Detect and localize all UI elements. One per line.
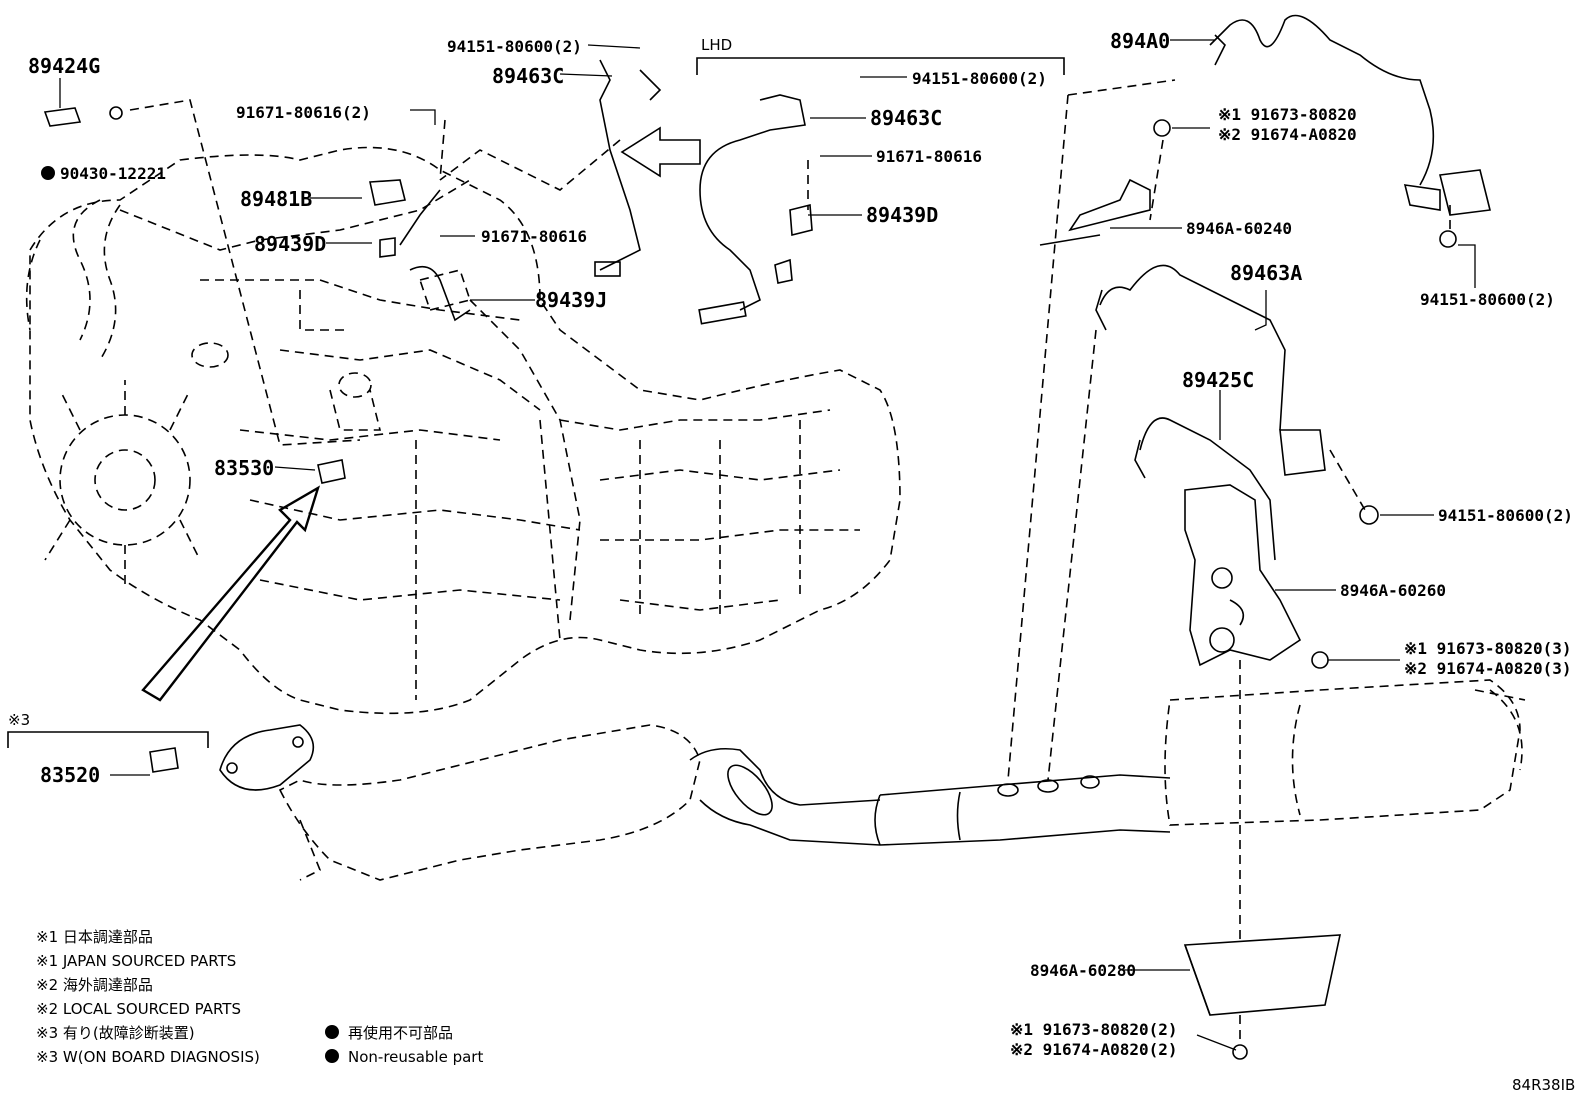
diagram-reference-code: 84R38IB: [1512, 1076, 1575, 1094]
projection-lines: [129, 79, 1451, 1045]
label-8946A-60280: 8946A-60280: [1030, 961, 1136, 980]
label-91674-A0820-a: ※2 91674-A0820: [1218, 125, 1357, 144]
label-8946A-60260: 8946A-60260: [1340, 581, 1446, 600]
part-labels: 89424G 90430-12221 91671-80616(2) 94151-…: [8, 29, 1575, 1094]
label-91674-A0820-2: ※2 91674-A0820(2): [1010, 1040, 1178, 1059]
label-89481B: 89481B: [240, 187, 312, 211]
view-arrow-top: [620, 126, 701, 178]
legend-line-1: ※1 日本調達部品: [36, 928, 153, 946]
nonreusable-dot: [41, 166, 55, 180]
label-91671-80616-a: 91671-80616: [481, 227, 587, 246]
label-89463C-a: 89463C: [492, 64, 564, 88]
label-89439D-a: 89439D: [254, 232, 326, 256]
legend-nonreusable-en: Non-reusable part: [348, 1048, 483, 1066]
sensor-harnesses: [43, 14, 1435, 773]
label-mark3: ※3: [8, 711, 30, 729]
label-91674-A0820-3: ※2 91674-A0820(3): [1404, 659, 1572, 678]
lhd-bracket: [696, 57, 1065, 75]
legend: ※1 日本調達部品 ※1 JAPAN SOURCED PARTS ※2 海外調達…: [36, 928, 483, 1066]
label-lhd: LHD: [701, 36, 732, 54]
label-94151-80600-2-b: 94151-80600(2): [912, 69, 1047, 88]
label-91673-80820-a: ※1 91673-80820: [1218, 105, 1357, 124]
right-hardware: [1039, 119, 1491, 1060]
label-90430-12221: 90430-12221: [60, 164, 166, 183]
legend-line-4: ※2 LOCAL SOURCED PARTS: [36, 1000, 241, 1018]
legend-nonreusable-jp: 再使用不可部品: [348, 1024, 453, 1042]
label-894A0: 894A0: [1110, 29, 1170, 53]
label-91671-80616-2: 91671-80616(2): [236, 103, 371, 122]
nonreusable-dot-legend-en: [325, 1049, 339, 1063]
label-94151-80600-2-a: 94151-80600(2): [447, 37, 582, 56]
exhaust-pipe: [219, 679, 1526, 881]
leader-lines: [59, 39, 1476, 1051]
label-89439D-b: 89439D: [866, 203, 938, 227]
nonreusable-dot-legend-jp: [325, 1025, 339, 1039]
legend-line-3: ※2 海外調達部品: [36, 976, 153, 994]
label-83530: 83530: [214, 456, 274, 480]
label-83520: 83520: [40, 763, 100, 787]
legend-line-2: ※1 JAPAN SOURCED PARTS: [36, 952, 236, 970]
view-arrow-engine: [141, 485, 321, 702]
legend-line-5: ※3 有り(故障診断装置): [36, 1024, 195, 1042]
label-89425C: 89425C: [1182, 368, 1254, 392]
mark3-bracket: [7, 731, 209, 748]
label-89463A: 89463A: [1230, 261, 1302, 285]
label-89439J: 89439J: [535, 288, 607, 312]
engine-assembly: [25, 146, 901, 715]
label-8946A-60240: 8946A-60240: [1186, 219, 1292, 238]
label-91673-80820-2: ※1 91673-80820(2): [1010, 1020, 1178, 1039]
label-89463C-b: 89463C: [870, 106, 942, 130]
label-94151-80600-2-d: 94151-80600(2): [1438, 506, 1573, 525]
label-89424G: 89424G: [28, 54, 100, 78]
label-94151-80600-2-c: 94151-80600(2): [1420, 290, 1555, 309]
label-91671-80616-b: 91671-80616: [876, 147, 982, 166]
label-91673-80820-3: ※1 91673-80820(3): [1404, 639, 1572, 658]
legend-line-6: ※3 W(ON BOARD DIAGNOSIS): [36, 1048, 260, 1066]
